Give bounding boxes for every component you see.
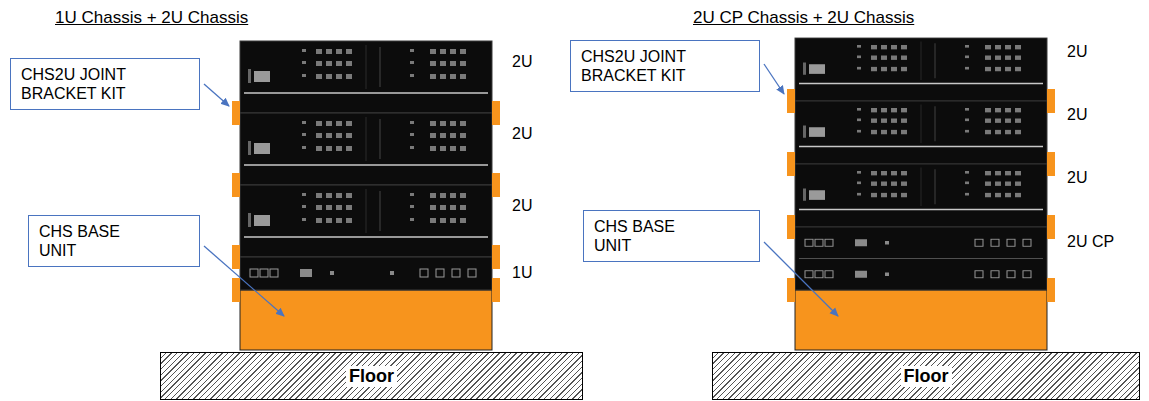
callout-box: CHS2U JOINT BRACKET KIT <box>10 58 200 110</box>
unit-height: 2U <box>512 52 532 71</box>
joint-brackets <box>232 101 500 302</box>
chassis-2u <box>240 113 492 185</box>
unit-height: 2U <box>512 124 532 143</box>
chassis-1u <box>240 257 492 290</box>
section-heading: 2U CP Chassis + 2U Chassis <box>693 8 914 28</box>
floor-band: Floor <box>712 352 1140 400</box>
callout-text: CHS BASE UNIT <box>594 217 694 255</box>
chassis-2u <box>795 164 1047 227</box>
unit-height: 2U <box>1067 168 1087 187</box>
base-unit <box>795 290 1047 350</box>
callout-text: CHS BASE UNIT <box>39 222 139 260</box>
callout-box: CHS BASE UNIT <box>583 210 760 262</box>
unit-height: 2U CP <box>1067 232 1114 251</box>
chassis-2u <box>795 38 1047 101</box>
unit-height: 2U <box>1067 105 1087 124</box>
callout-box: CHS2U JOINT BRACKET KIT <box>570 40 760 92</box>
floor-label: Floor <box>346 366 397 387</box>
unit-height: 1U <box>512 263 532 282</box>
chassis-2u <box>240 41 492 113</box>
leader-lines <box>204 64 838 316</box>
chassis-2u <box>240 185 492 257</box>
joint-brackets <box>787 89 1055 302</box>
floor-band: Floor <box>160 352 583 400</box>
callout-text: CHS2U JOINT BRACKET KIT <box>581 47 713 85</box>
unit-height: 2U <box>1067 42 1087 61</box>
chassis-2u <box>795 101 1047 164</box>
base-unit <box>240 290 492 350</box>
unit-height: 2U <box>512 196 532 215</box>
callout-text: CHS2U JOINT BRACKET KIT <box>21 65 153 103</box>
section-heading: 1U Chassis + 2U Chassis <box>55 8 248 28</box>
callout-box: CHS BASE UNIT <box>28 215 200 267</box>
chassis-2u-cp <box>795 227 1047 290</box>
floor-label: Floor <box>901 366 952 387</box>
